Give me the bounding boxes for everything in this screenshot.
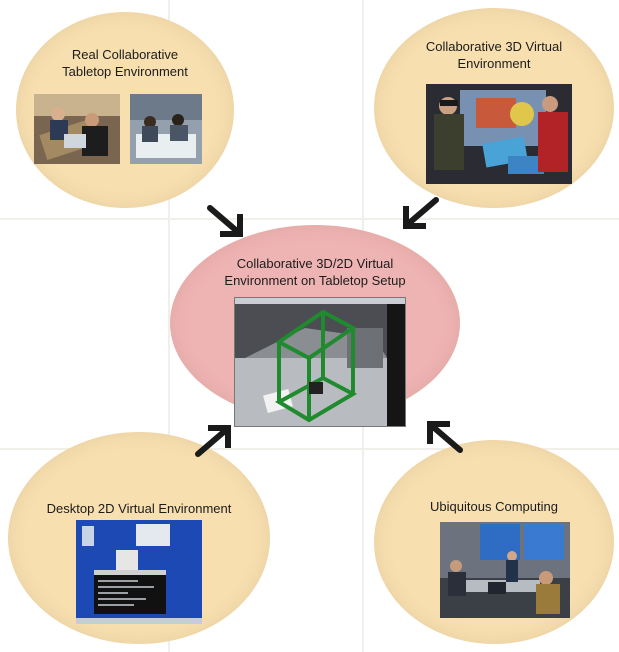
node-title: Ubiquitous Computing xyxy=(430,499,558,514)
users-with-hmd-photo xyxy=(426,84,572,184)
node-ubiquitous: Ubiquitous Computing xyxy=(374,440,614,644)
node-collaborative-3d-2d-center: Collaborative 3D/2D Virtual Environment … xyxy=(170,225,460,427)
node-collaborative-3d: Collaborative 3D Virtual Environment xyxy=(374,8,614,208)
people-around-table-photo xyxy=(34,94,120,164)
background-gridline xyxy=(0,218,619,220)
arrow-down-right-icon xyxy=(207,205,243,237)
people-at-tabletop-photo xyxy=(130,94,202,164)
node-real-collaborative: Real Collaborative Tabletop Environment xyxy=(16,12,234,208)
background-gridline xyxy=(0,448,619,450)
background-gridline xyxy=(168,0,170,652)
arrow-up-left-icon xyxy=(427,421,463,453)
arrow-down-left-icon xyxy=(403,197,439,229)
node-title: Real Collaborative Tabletop Environment xyxy=(62,47,188,79)
3d-wireframe-box-on-tabletop-screenshot xyxy=(234,297,406,427)
node-desktop-2d: Desktop 2D Virtual Environment xyxy=(8,432,270,644)
desktop-screenshot xyxy=(76,520,202,624)
meeting-room-photo xyxy=(440,522,570,618)
arrow-up-right-icon xyxy=(195,425,231,457)
node-title: Desktop 2D Virtual Environment xyxy=(46,501,232,516)
node-title: Collaborative 3D Virtual Environment xyxy=(425,39,563,71)
center-title: Collaborative 3D/2D Virtual Environment … xyxy=(224,256,406,288)
